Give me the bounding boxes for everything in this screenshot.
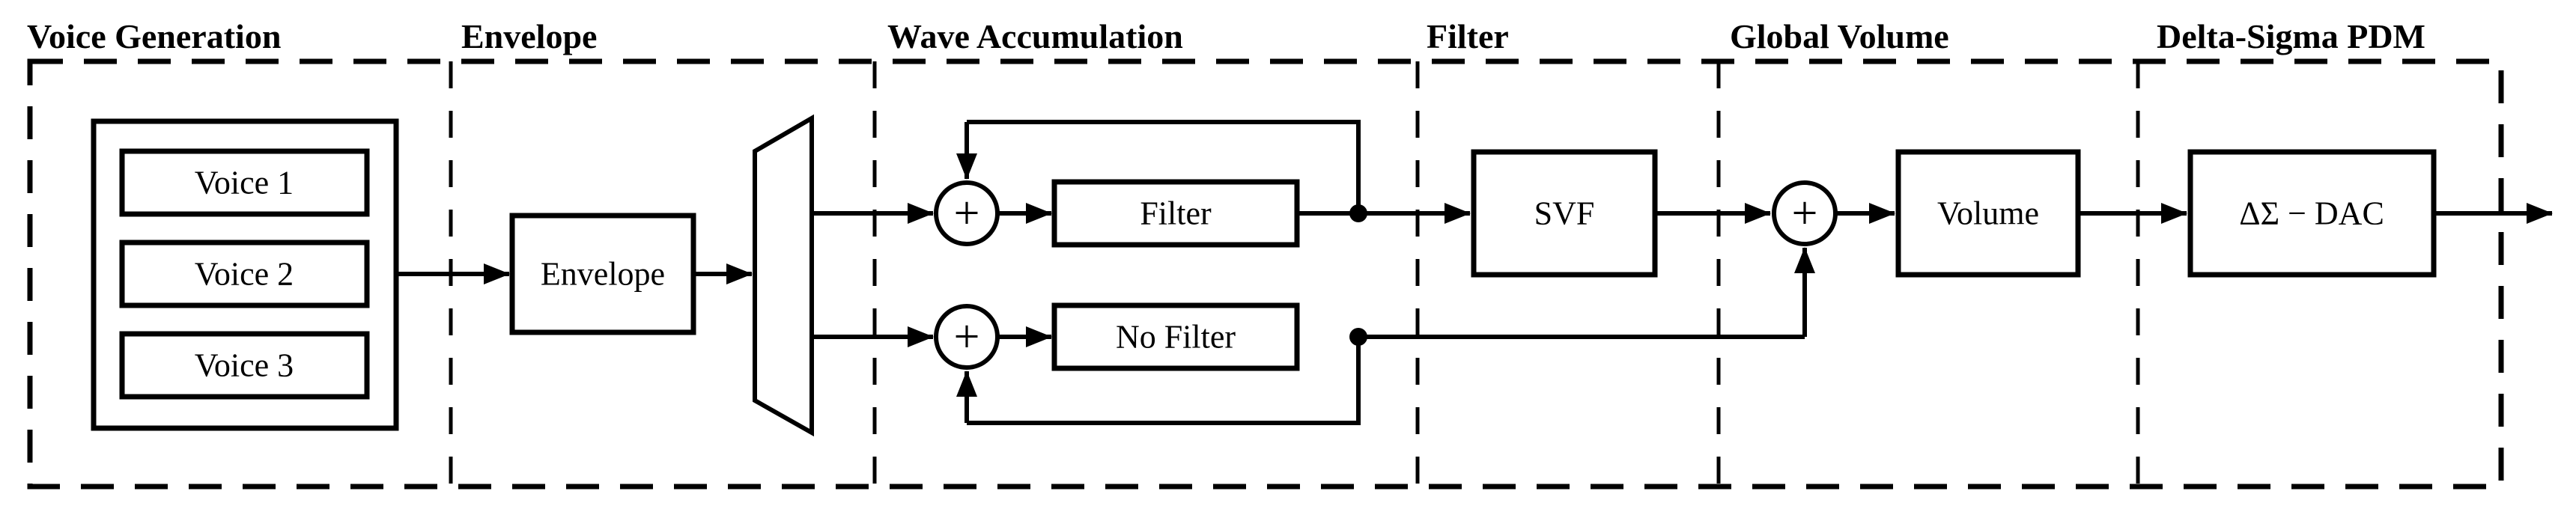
mux-trapezoid xyxy=(753,114,814,437)
adder3-plus: + xyxy=(1792,188,1818,239)
svf-box xyxy=(1471,149,1658,278)
volume-box xyxy=(1895,149,2081,278)
voice2-box xyxy=(119,240,370,308)
voice3-box xyxy=(119,331,370,400)
section-header-wave-accumulation: Wave Accumulation xyxy=(887,17,1183,55)
feedback-bottom-line xyxy=(967,337,1361,425)
section-header-global-volume: Global Volume xyxy=(1730,17,1949,55)
adder2-plus: + xyxy=(954,311,980,362)
svf-label: SVF xyxy=(1534,195,1595,232)
junction-dot-nofilter xyxy=(1349,328,1367,346)
dac-label: ΔΣ − DAC xyxy=(2239,195,2384,232)
filter-label: Filter xyxy=(1140,195,1212,232)
voice2-label: Voice 2 xyxy=(195,256,294,293)
dac-box xyxy=(2187,149,2437,278)
outer-dashed-border xyxy=(27,58,2504,490)
no-filter-box xyxy=(1051,302,1300,371)
signal-arrows xyxy=(396,120,2553,425)
voice1-box xyxy=(119,148,370,217)
section-header-envelope: Envelope xyxy=(461,17,597,55)
section-header-filter: Filter xyxy=(1427,17,1509,55)
envelope-label: Envelope xyxy=(541,256,665,293)
voice3-label: Voice 3 xyxy=(195,347,294,384)
feedback-top-line xyxy=(967,120,1361,213)
voice1-label: Voice 1 xyxy=(195,165,294,201)
section-header-delta-sigma-pdm: Delta-Sigma PDM xyxy=(2157,17,2425,55)
no-filter-label: No Filter xyxy=(1116,319,1236,356)
section-header-voice-generation: Voice Generation xyxy=(27,17,281,55)
adder1-plus: + xyxy=(954,188,980,239)
volume-label: Volume xyxy=(1937,195,2039,232)
junction-dot-filter xyxy=(1349,204,1367,222)
